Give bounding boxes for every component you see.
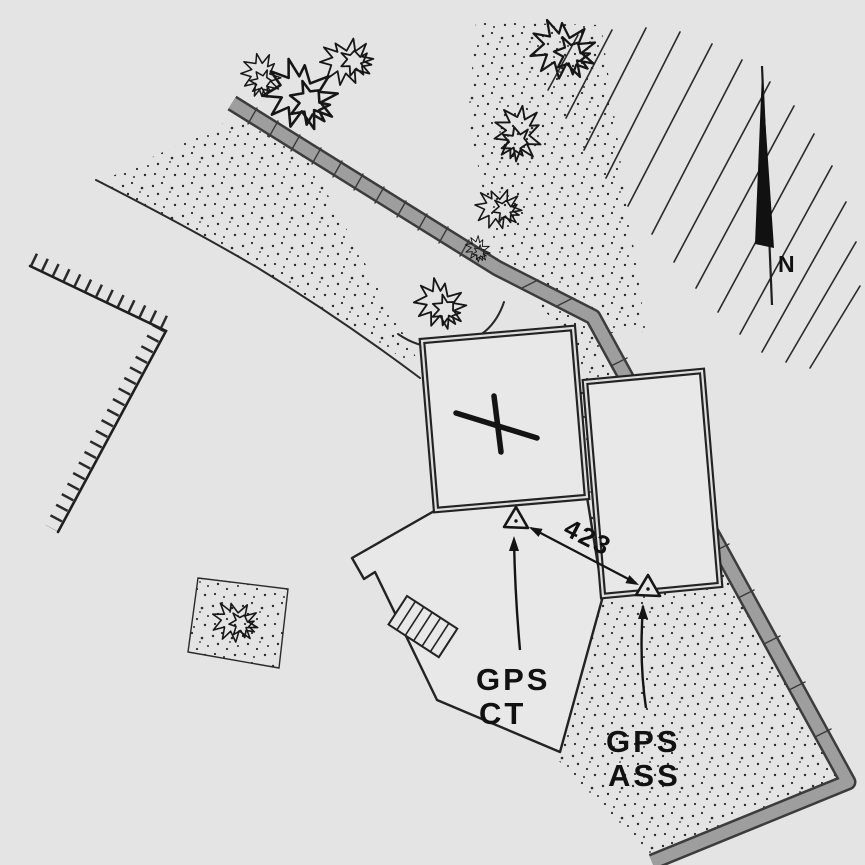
field-hatching <box>547 27 861 369</box>
leader-gps-ass: GPS ASS <box>606 604 681 793</box>
ground-edge-curve <box>95 179 421 379</box>
building <box>350 324 724 754</box>
boundary-line <box>28 264 168 534</box>
gps-ass-label-line1: GPS <box>606 724 680 759</box>
survey-triangle-ct-icon <box>502 505 530 530</box>
survey-triangle-ass-icon <box>634 573 662 598</box>
leader-arrowhead-ct-icon <box>509 536 519 551</box>
room-left-wall-gap <box>420 326 589 512</box>
gps-ct-label-line2: CT <box>479 696 526 731</box>
north-arrow: N <box>755 65 795 306</box>
room-right-wall-gap <box>583 369 722 598</box>
dimension-arrowhead-left-icon <box>529 527 543 537</box>
leader-arrowhead-ass-icon <box>638 604 648 619</box>
north-label: N <box>778 251 795 277</box>
road-band-fill <box>228 97 854 865</box>
leader-gps-ct: GPS CT <box>476 536 550 731</box>
survey-point-ct <box>502 505 530 530</box>
room-left <box>418 324 591 514</box>
room-right <box>581 367 724 600</box>
staircase <box>387 594 459 659</box>
gps-ass-label-line2: ASS <box>608 758 681 793</box>
road-band <box>227 95 857 865</box>
stipple-patch-rectangle <box>187 577 289 669</box>
gps-ct-label-line1: GPS <box>476 662 550 697</box>
dimension-arrowhead-right-icon <box>625 575 639 585</box>
boundary-ticks-lower <box>45 323 165 532</box>
boundary-ticks-upper <box>30 253 172 330</box>
survey-point-ct-dot <box>514 519 518 523</box>
north-arrow-head-icon <box>755 72 774 248</box>
survey-point-ass-dot <box>646 587 650 591</box>
building-lower-area <box>350 495 605 754</box>
stipple-area-flower-strip <box>468 22 646 334</box>
left-boundary-hatching <box>28 253 172 534</box>
stipple-area-left-of-road <box>100 114 424 372</box>
survey-point-ass <box>634 573 662 598</box>
cross-symbol-icon <box>453 393 540 455</box>
